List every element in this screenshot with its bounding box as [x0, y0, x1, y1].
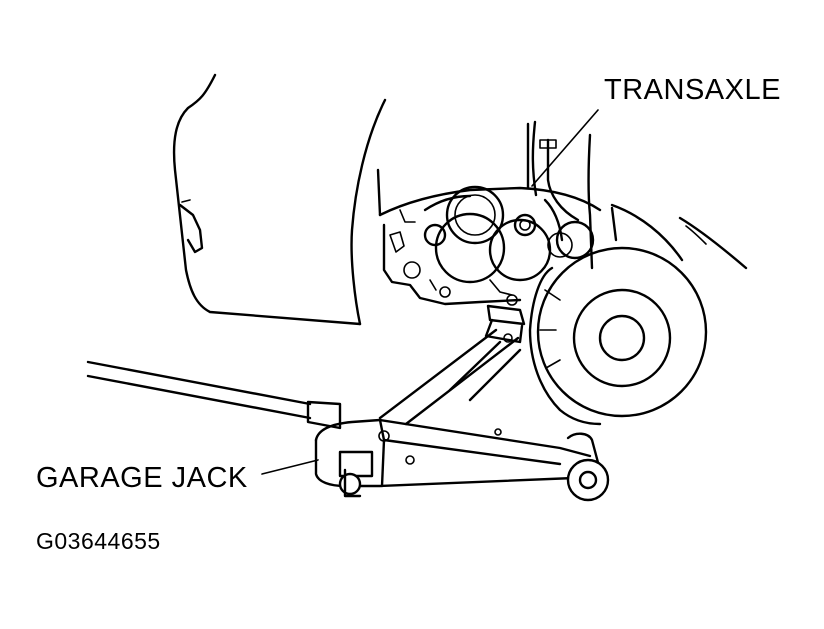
jack-front-caster [338, 450, 374, 498]
jack-handle [86, 360, 342, 430]
figure-id-label: G03644655 [36, 528, 161, 554]
garage-jack-label: GARAGE JACK [36, 462, 248, 494]
cables [526, 120, 594, 270]
jack-saddle [484, 304, 526, 344]
transaxle-assembly [378, 185, 602, 306]
fender-outline [610, 203, 748, 270]
vehicle-body-outline [172, 73, 387, 326]
jack-lift-arm [378, 328, 522, 426]
jack-rear-wheel [566, 432, 610, 502]
wheel-hub [528, 206, 708, 426]
leader-lines [261, 109, 599, 475]
transaxle-label: TRANSAXLE [604, 74, 781, 106]
